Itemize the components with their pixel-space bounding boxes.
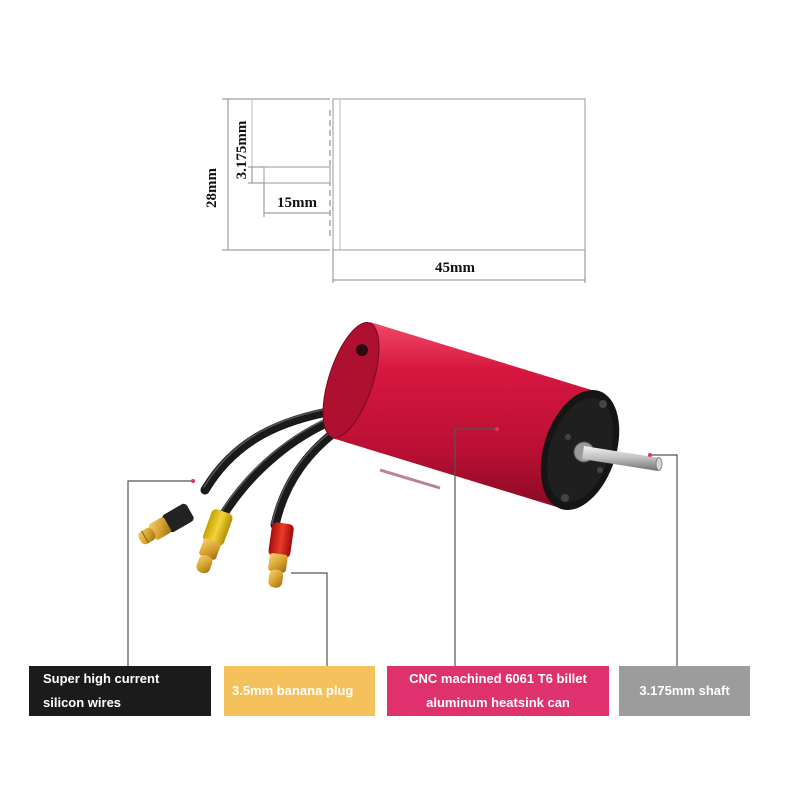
shaft-outline [263,166,331,184]
callout-plug-line-1: 3.5mm banana plug [232,683,354,698]
bullet-connector-black [138,503,194,545]
leader-plug [291,572,328,666]
callout-shaft: 3.175mm shaft [619,666,750,716]
callout-banana-plug: 3.5mm banana plug [224,666,375,716]
mount-hole-top [356,344,368,356]
banana-plug-yellow [196,509,233,574]
callout-shaft-line-1: 3.175mm shaft [639,683,730,698]
motor-end-cap [540,389,620,511]
dim-shaft-length: 15mm [277,195,317,211]
callout-silicon-wires: Super high current silicon wires [29,666,211,716]
leader-lines [127,428,678,666]
leader-can [454,428,497,666]
motor-outline [332,98,586,251]
motor-can [322,322,598,508]
leader-shaft [650,454,678,666]
dim-motor-diameter: 28mm [204,168,220,208]
motor-shaft [582,446,663,471]
callout-heatsink-can: CNC machined 6061 T6 billet aluminum hea… [387,666,609,716]
banana-plug-red [268,522,294,588]
silicon-wires [200,405,345,530]
leader-wires [127,480,193,666]
dim-shaft-diameter: 3.175mm [234,120,250,179]
callout-wires-line-1: Super high current [43,671,160,686]
dimension-drawing [222,98,586,283]
callout-can-line-1: CNC machined 6061 T6 billet [409,671,587,686]
callout-wires-line-2: silicon wires [43,695,122,710]
callout-can-line-2: aluminum heatsink can [426,695,570,710]
dim-motor-length: 45mm [435,260,475,276]
